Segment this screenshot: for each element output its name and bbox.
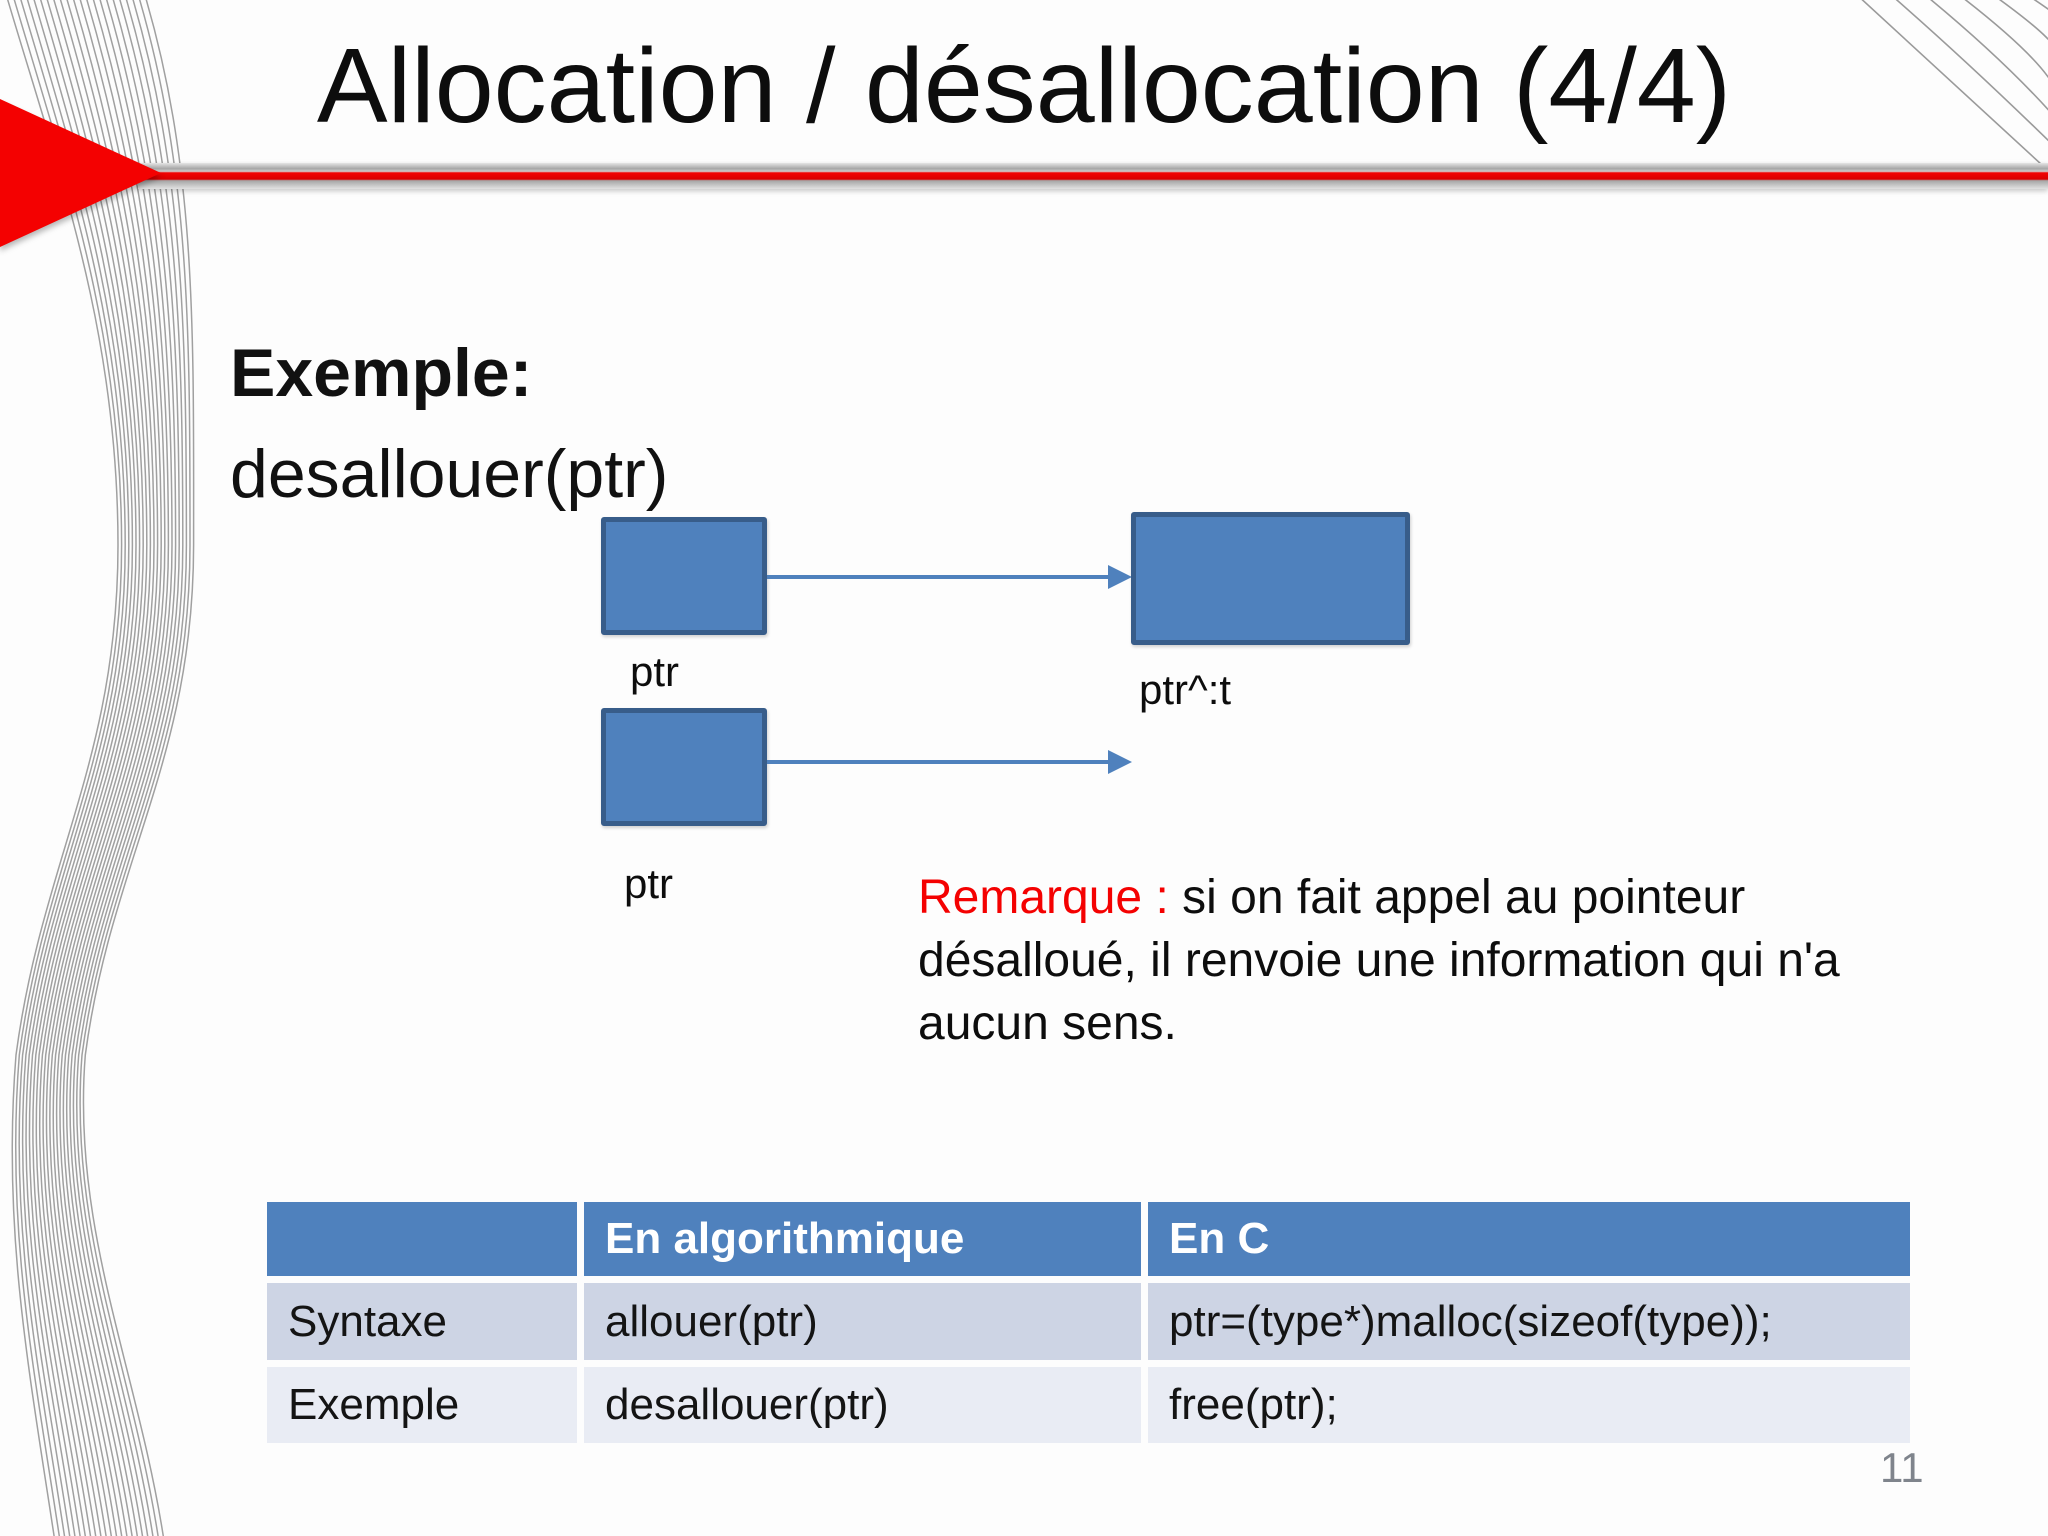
table-header-c: En C bbox=[1148, 1202, 1910, 1276]
left-curves-decoration bbox=[7, 0, 195, 1536]
remark-line-3: aucun sens. bbox=[918, 997, 1177, 1050]
remark-block: Remarque : si on fait appel au pointeur … bbox=[918, 866, 1840, 1055]
top-right-curves-decoration bbox=[1861, 0, 2048, 172]
red-arrow-icon bbox=[0, 99, 161, 247]
example-block: Exemple: desallouer(ptr) bbox=[230, 323, 668, 525]
syntax-table: En algorithmique En C Syntaxe allouer(pt… bbox=[267, 1202, 1910, 1443]
page-title: Allocation / désallocation (4/4) bbox=[316, 27, 1732, 145]
table-row-exemple-c: free(ptr); bbox=[1148, 1367, 1910, 1443]
allocated-memory-box bbox=[1131, 512, 1410, 645]
pointer-arrow-1 bbox=[767, 575, 1111, 579]
page-number: 11 bbox=[1880, 1444, 1924, 1491]
pointer-box-1 bbox=[601, 517, 767, 635]
remark-label: Remarque : bbox=[918, 871, 1183, 924]
table-row-exemple-algorithmic: desallouer(ptr) bbox=[584, 1367, 1141, 1443]
pointer-arrow-2-head-icon bbox=[1108, 750, 1132, 774]
table-row-syntaxe-label: Syntaxe bbox=[267, 1283, 577, 1360]
table-header-empty bbox=[267, 1202, 577, 1276]
pointer-arrow-1-head-icon bbox=[1108, 565, 1132, 589]
table-header-algorithmic: En algorithmique bbox=[584, 1202, 1141, 1276]
remark-line-1-text: si on fait appel au pointeur bbox=[1182, 871, 1746, 924]
ptr-deref-label: ptr^:t bbox=[1139, 666, 1232, 713]
pointer-arrow-2 bbox=[767, 760, 1111, 764]
ptr-label-2: ptr bbox=[624, 860, 674, 907]
remark-line-2: désalloué, il renvoie une information qu… bbox=[918, 934, 1840, 987]
table-row-exemple-label: Exemple bbox=[267, 1367, 577, 1443]
pointer-box-2 bbox=[601, 708, 767, 826]
ptr-label-1: ptr bbox=[630, 648, 680, 695]
table-row-syntaxe-c: ptr=(type*)malloc(sizeof(type)); bbox=[1148, 1283, 1910, 1360]
example-code: desallouer(ptr) bbox=[230, 436, 669, 512]
table-row-syntaxe-algorithmic: allouer(ptr) bbox=[584, 1283, 1141, 1360]
remark-line-1: Remarque : si on fait appel au pointeur bbox=[918, 866, 1840, 929]
title-separator-line bbox=[138, 163, 2048, 189]
example-heading: Exemple: bbox=[230, 335, 533, 411]
